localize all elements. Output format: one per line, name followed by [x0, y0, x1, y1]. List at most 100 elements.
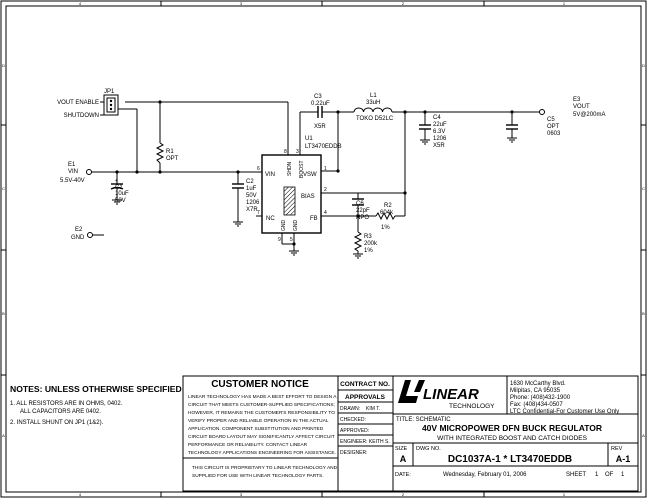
c6-capacitor: C6 22pF NPO — [352, 198, 370, 221]
c5-capacitor: C5 OPT 0603 — [506, 117, 561, 143]
c6-v1: 22pF — [356, 208, 370, 214]
jp1-shutdown-label: SHUTDOWN — [64, 113, 99, 119]
e3-ref: E3 — [573, 97, 581, 103]
customer-notice-title: CUSTOMER NOTICE — [211, 379, 309, 390]
jp1-jumper: JP1 VOUT ENABLE SHUTDOWN — [57, 89, 119, 119]
u1-pin-shdn: SHDN — [287, 161, 293, 176]
title-block-grid — [182, 375, 639, 492]
c4-v1: 22uF — [433, 122, 447, 128]
u1-pin-gnd-1: GND — [281, 220, 287, 232]
linear-logo: LINEAR TECHNOLOGY — [398, 380, 495, 410]
row-label-right-c: C — [642, 186, 645, 191]
jp1-ref: JP1 — [104, 89, 115, 95]
c6-ref: C6 — [356, 201, 364, 207]
l1-ref: L1 — [370, 93, 377, 99]
c2-v3: 1206 — [246, 200, 260, 206]
approvals-column: CONTRACT NO. APPROVALS DRAWN: KIM T. CHE… — [340, 381, 390, 456]
r2-v2: 1% — [381, 225, 390, 231]
rev-label: REV — [611, 446, 623, 452]
u1-pin-num-7: 7 — [257, 210, 260, 216]
u1-pin-num-1: 1 — [324, 166, 327, 172]
drawing-title-2: WITH INTEGRATED BOOST AND CATCH DIODES — [437, 435, 588, 442]
company-block: LINEAR TECHNOLOGY 1630 McCarthy Blvd. Mi… — [398, 380, 619, 415]
c3-v2: X5R — [314, 124, 326, 130]
col-label-top-4: 4 — [79, 1, 82, 6]
dwg-no-label: DWG NO. — [416, 446, 441, 452]
notice-line-4: VERIFY PROPER AND RELIABLE OPERATION IN … — [188, 418, 329, 424]
col-label-top-3: 3 — [240, 1, 243, 6]
u1-pin-bias: BIAS — [301, 194, 315, 200]
u1-pin-num-4: 4 — [324, 210, 327, 216]
approvals-label: APPROVALS — [345, 394, 386, 401]
c2-capacitor: C2 1uF 50V 1206 X7R — [232, 179, 260, 227]
notice-line-6: CIRCUIT BOARD LAYOUT MAY SIGNIFICANTLY A… — [188, 434, 335, 440]
designer-label: DESIGNER: — [340, 450, 368, 456]
fax: Fax: (408)434-0507 — [510, 402, 563, 408]
u1-pin-nc: NC — [266, 216, 275, 222]
e1-ref: E1 — [68, 162, 76, 168]
notice-line-5: APPLICATION. COMPONENT SUBSTITUTION AND … — [188, 426, 324, 432]
c3-capacitor: C3 0.22uF X5R — [311, 94, 330, 130]
notes-title: NOTES: UNLESS OTHERWISE SPECIFIED — [10, 384, 182, 394]
c4-v2: 6.3V — [433, 129, 445, 135]
contract-no-label: CONTRACT NO. — [340, 381, 390, 388]
phone: Phone: (408)432-1900 — [510, 395, 571, 401]
c1-ref: C1 — [115, 185, 123, 191]
c6-v2: NPO — [356, 215, 369, 221]
notice-line-1: LINEAR TECHNOLOGY HAS MADE A BEST EFFORT… — [188, 394, 337, 400]
size-value: A — [400, 454, 407, 464]
r3-v1: 200k — [364, 241, 378, 247]
sheet-number: 1 — [595, 472, 599, 478]
u1-pin-num-6: 6 — [257, 166, 260, 172]
r1-ref: R1 — [166, 149, 174, 155]
c5-v2: 0603 — [547, 131, 561, 137]
col-label-bottom-2: 2 — [402, 492, 405, 497]
r2-resistor: R2 604k 1% — [375, 203, 396, 231]
ground-symbol — [289, 250, 299, 256]
row-label-left-b: B — [2, 311, 5, 316]
u1-pin-fb: FB — [310, 216, 318, 222]
e2-terminal: E2 GND — [71, 227, 93, 241]
u1-pin-vin: VIN — [265, 172, 275, 178]
e1-value: 5.5V-40V — [60, 178, 85, 184]
circuit-wires — [92, 101, 539, 251]
c5-ref: C5 — [547, 117, 555, 123]
u1-pin-num-3: 3 — [296, 149, 299, 155]
notice-line-3: HOWEVER, IT REMAINS THE CUSTOMER'S RESPO… — [188, 410, 335, 416]
u1-pin-vsw: VSW — [303, 172, 317, 178]
c4-v4: X5R — [433, 143, 445, 149]
r2-ref: R2 — [384, 203, 392, 209]
proprietary-line-1: THIS CIRCUIT IS PROPRIETARY TO LINEAR TE… — [192, 465, 338, 471]
notes-block: NOTES: UNLESS OTHERWISE SPECIFIED 1. ALL… — [10, 384, 182, 426]
row-label-right-a: A — [642, 433, 645, 438]
u1-regulator-ic: U1 LT3470EDDB VIN VSW BIAS NC FB SHDN BO… — [256, 136, 342, 243]
e3-value: 5V@200mA — [573, 112, 605, 118]
r2-v1: 604k — [380, 210, 394, 216]
u1-exposed-pad — [283, 186, 296, 216]
size-label: SIZE — [395, 446, 408, 452]
address-line-1: 1630 McCarthy Blvd. — [510, 381, 566, 387]
svg-text:+: + — [115, 178, 118, 184]
col-label-top-2: 2 — [402, 1, 405, 6]
row-label-left-d: D — [2, 63, 5, 68]
l1-v2: TOKO D52LC — [356, 116, 394, 122]
address-line-2: Milpitas, CA 95035 — [510, 388, 561, 394]
c3-v1: 0.22uF — [311, 101, 330, 107]
note-1b: ALL CAPACITORS ARE 0402. — [20, 409, 101, 415]
junction-dots — [115, 100, 514, 246]
e2-ref: E2 — [75, 227, 83, 233]
r3-ref: R3 — [364, 234, 372, 240]
u1-pin-num-9: 9 — [278, 237, 281, 243]
e2-name: GND — [71, 235, 85, 241]
notice-line-7: PERFORMANCE OR RELIABILITY. CONTACT LINE… — [188, 442, 308, 448]
u1-ref: U1 — [305, 136, 313, 142]
c4-capacitor: C4 22uF 6.3V 1206 X5R — [419, 115, 447, 149]
u1-pin-gnd-2: GND — [293, 220, 299, 232]
drawing-title-1: 40V MICROPOWER DFN BUCK REGULATOR — [422, 423, 602, 433]
u1-pin-num-2: 2 — [324, 187, 327, 193]
sheet-total: 1 — [621, 472, 625, 478]
rev-value: A-1 — [616, 454, 631, 464]
u1-pin-boost: BOOST — [299, 160, 305, 178]
c1-v1: 10uF — [115, 191, 129, 197]
